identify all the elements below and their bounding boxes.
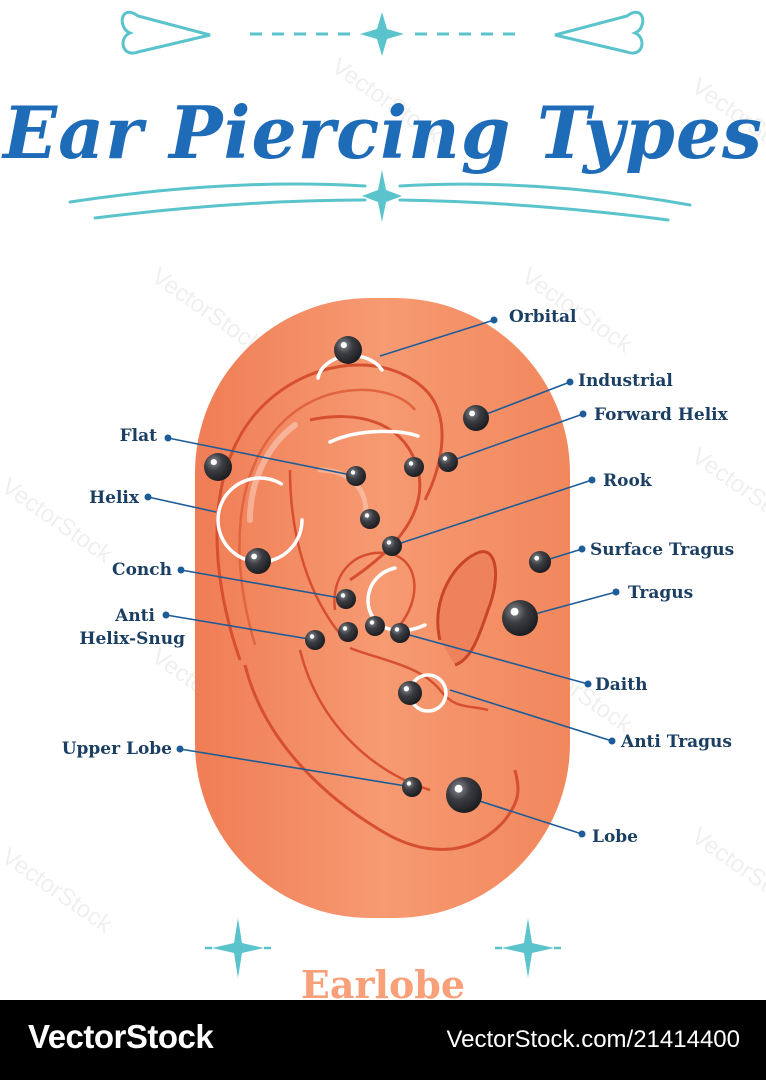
left-bone-icon: [120, 10, 211, 55]
daith-ball-2: [390, 623, 410, 643]
title-underline: [68, 182, 692, 222]
watermark: VectorStock: [0, 843, 118, 939]
label-forward-helix: Forward Helix: [594, 405, 729, 425]
leader-lines: [144, 316, 620, 838]
snug-ball-2: [338, 622, 358, 642]
labels-right: Orbital Industrial Forward Helix Rook Su…: [509, 307, 734, 847]
label-anti-tragus: Anti Tragus: [620, 732, 732, 752]
rook-ball-1: [360, 509, 380, 529]
label-lobe: Lobe: [592, 827, 638, 847]
rook-ball-2: [382, 536, 402, 556]
helix-ball-top: [204, 453, 232, 481]
forward-helix-ball-2: [438, 452, 458, 472]
label-tragus: Tragus: [628, 583, 693, 603]
snug-ball-1: [305, 630, 325, 650]
lobe-outline: [243, 664, 520, 851]
footer-brand: VectorStock: [28, 1018, 214, 1055]
watermark: VectorStock: [147, 263, 268, 359]
label-upper-lobe: Upper Lobe: [62, 739, 172, 759]
industrial-ball: [463, 405, 489, 431]
daith-ball-1: [365, 616, 385, 636]
label-surface-tragus: Surface Tragus: [590, 540, 734, 560]
tragus-ball: [502, 600, 538, 636]
label-rook: Rook: [603, 471, 653, 491]
label-conch: Conch: [112, 560, 172, 580]
label-flat: Flat: [120, 426, 158, 446]
title-sparkle-icon: [362, 170, 402, 222]
forward-helix-ball: [404, 457, 424, 477]
label-anti-helix-snug-line1: Anti: [114, 606, 155, 626]
ear-piercing-diagram: VectorStock VectorStock VectorStock Vect…: [0, 10, 766, 1000]
top-sparkle-icon: [360, 12, 404, 56]
label-anti-helix-snug-line2: Helix-Snug: [79, 629, 185, 649]
ear-shape: [195, 298, 570, 918]
label-daith: Daith: [595, 675, 647, 695]
bottom-right-sparkle-icon: [502, 918, 554, 978]
page-title: Ear Piercing Types: [1, 90, 763, 175]
surface-tragus-ball: [529, 551, 551, 573]
earlobe-label: Earlobe: [301, 962, 465, 1000]
watermark-footer: VectorStock VectorStock.com/21414400: [0, 1000, 766, 1080]
footer-image-id: VectorStock.com/21414400: [446, 1026, 740, 1053]
conch-ball: [336, 589, 356, 609]
right-bone-icon: [554, 10, 645, 55]
labels-left: Flat Helix Conch Anti Helix-Snug Upper L…: [62, 426, 185, 759]
bottom-left-sparkle-icon: [212, 918, 264, 978]
watermark: VectorStock: [687, 823, 766, 919]
tragus-shape: [436, 550, 498, 667]
orbital-ball: [334, 336, 362, 364]
top-ornament: [120, 10, 645, 55]
helix-ball-bottom: [245, 548, 271, 574]
anti-tragus-ball: [398, 681, 422, 705]
upper-lobe-ball: [402, 777, 422, 797]
industrial-bar: [328, 429, 420, 444]
lobe-ball: [446, 777, 482, 813]
watermark: VectorStock: [687, 443, 766, 539]
label-orbital: Orbital: [509, 307, 577, 327]
flat-ball: [346, 466, 366, 486]
label-helix: Helix: [89, 488, 140, 508]
label-industrial: Industrial: [578, 371, 673, 391]
